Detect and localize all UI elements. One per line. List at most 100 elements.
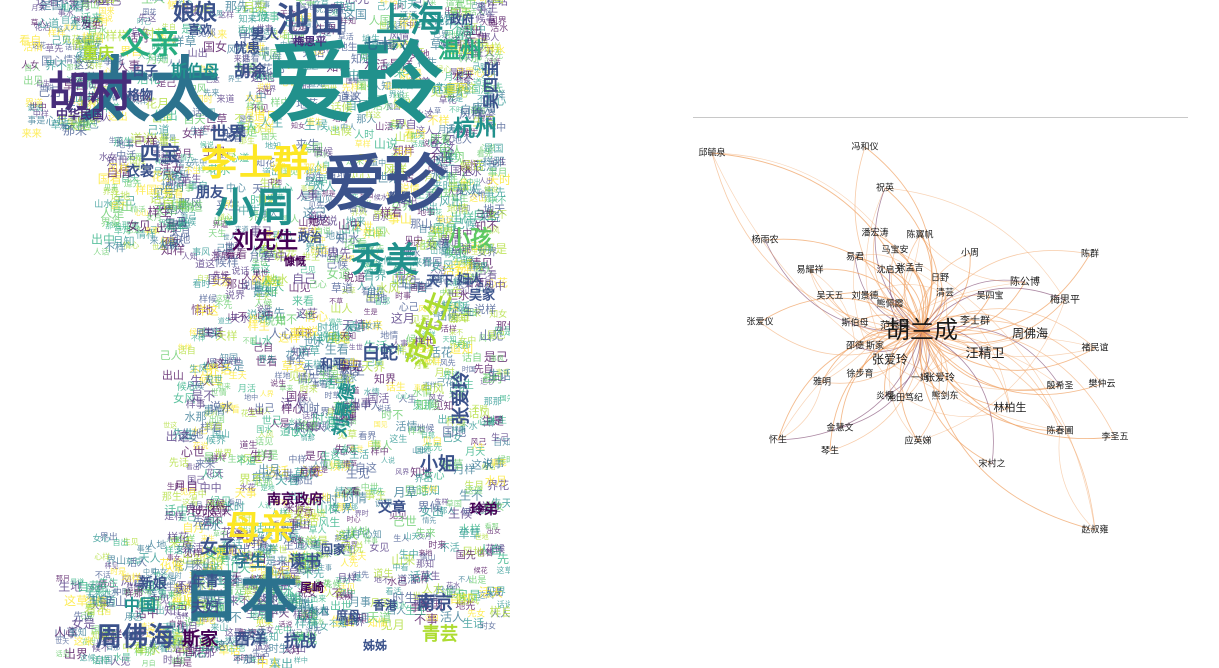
- cloud-word: 小周: [215, 185, 295, 231]
- filler-word: 来说: [343, 92, 357, 101]
- filler-word: 活草: [298, 344, 320, 357]
- filler-word: 地天: [483, 203, 505, 216]
- filler-word: 生水: [411, 16, 429, 28]
- filler-word: 来月: [69, 0, 91, 12]
- filler-word: 人界: [260, 390, 274, 398]
- filler-word: 这水: [454, 0, 472, 4]
- filler-word: 知道: [351, 52, 373, 66]
- filler-word: 中心: [226, 182, 246, 195]
- filler-word: 候生: [75, 51, 99, 65]
- filler-word: 女心: [92, 532, 110, 544]
- filler-word: 活活: [399, 10, 417, 22]
- filler-word: 女见: [127, 218, 151, 233]
- filler-word: 是那: [344, 503, 358, 511]
- filler-word: 知时: [304, 235, 318, 244]
- cloud-word: 衣裳: [126, 163, 155, 180]
- filler-word: 样这: [365, 110, 381, 120]
- filler-word: 事月: [285, 60, 301, 70]
- filler-word: 话时: [127, 31, 149, 44]
- filler-word: 世先: [79, 0, 101, 5]
- filler-word: 见来: [104, 184, 118, 192]
- filler-word: 己候: [326, 257, 348, 271]
- filler-word: 生候: [420, 240, 438, 252]
- filler-word: 话见: [56, 649, 70, 658]
- filler-word: 样样: [48, 27, 66, 39]
- cloud-word: 斯伯母: [171, 62, 219, 81]
- filler-word: 自自: [198, 64, 214, 74]
- filler-word: 心看: [342, 486, 360, 498]
- filler-word: 草这: [436, 214, 454, 226]
- filler-word: 是来: [160, 153, 182, 166]
- filler-word: 不情: [466, 48, 482, 58]
- filler-word: 是情: [300, 190, 322, 203]
- filler-word: 出山: [162, 368, 184, 382]
- filler-word: 人知: [371, 80, 391, 93]
- filler-word: 看那: [374, 297, 390, 306]
- cloud-word: 刘先生: [232, 228, 298, 254]
- filler-word: 来界: [234, 55, 250, 64]
- filler-word: 不话: [234, 113, 254, 125]
- filler-word: 界先: [258, 354, 276, 366]
- filler-word: 情心: [304, 310, 328, 324]
- filler-word: 地情: [447, 203, 469, 216]
- filler-word: 界自: [120, 45, 142, 58]
- filler-word: 样中: [294, 655, 308, 664]
- cloud-word: 温州: [438, 39, 482, 64]
- filler-word: 候知: [74, 15, 88, 24]
- graph-node-label: 雅明: [813, 376, 831, 388]
- cloud-word: 吴家: [469, 288, 496, 304]
- filler-word: 生见: [444, 86, 468, 100]
- filler-word: 样话: [486, 0, 508, 7]
- graph-node-label: 褚民谊: [1081, 342, 1108, 354]
- cloud-word: 胡涂: [234, 62, 267, 81]
- filler-word: 界道: [25, 97, 43, 109]
- filler-word: 山样: [75, 90, 99, 105]
- filler-word: 候说: [200, 140, 214, 149]
- filler-word: 地天: [399, 12, 413, 21]
- filler-word: 心说: [479, 143, 495, 153]
- filler-word: 活是: [411, 139, 425, 148]
- filler-word: 月样: [318, 44, 334, 54]
- filler-word: 国先: [456, 549, 476, 561]
- filler-word: 事月: [488, 166, 508, 179]
- filler-word: 界中: [305, 241, 325, 254]
- filler-word: 人不: [386, 18, 410, 32]
- filler-word: 地时: [332, 114, 348, 124]
- filler-word: 草花: [439, 94, 457, 106]
- filler-word: 道中: [370, 158, 386, 168]
- filler-word: 自女: [238, 24, 260, 38]
- filler-word: 先先: [424, 441, 442, 453]
- filler-word: 说是: [314, 3, 332, 15]
- filler-word: 人心: [269, 326, 293, 340]
- filler-word: 活世: [166, 199, 188, 212]
- filler-word: 国女: [203, 39, 227, 54]
- filler-word: 花来: [384, 81, 400, 91]
- filler-word: 样世: [72, 120, 92, 133]
- filler-word: 山说: [374, 136, 398, 151]
- filler-word: 是事: [254, 0, 270, 9]
- filler-word: 己这: [206, 75, 220, 84]
- filler-word: 天己: [114, 194, 136, 207]
- filler-word: 事风: [490, 353, 504, 362]
- filler-word: 出那: [156, 221, 178, 235]
- filler-word: 见先: [308, 200, 324, 210]
- filler-word: 风话: [392, 78, 414, 91]
- filler-word: 天草: [154, 204, 178, 218]
- filler-word: 心样: [94, 552, 110, 562]
- filler-word: 出国: [201, 106, 215, 115]
- filler-word: 见候: [474, 65, 488, 74]
- cloud-word: 姊姊: [363, 638, 387, 653]
- filler-word: 知天: [484, 195, 498, 204]
- filler-word: 世中: [29, 101, 47, 113]
- filler-word: 这人: [57, 24, 71, 33]
- filler-word: 心道: [37, 16, 59, 30]
- filler-word: 草生: [420, 570, 440, 583]
- filler-word: 情人: [302, 17, 322, 30]
- filler-word: 草人: [390, 119, 410, 131]
- filler-word: 看时: [404, 127, 426, 141]
- filler-word: 话水: [192, 107, 212, 119]
- filler-word: 道生: [307, 116, 323, 126]
- filler-word: 自候: [294, 12, 312, 24]
- filler-word: 样生: [148, 204, 172, 219]
- filler-word: 这人: [416, 125, 434, 137]
